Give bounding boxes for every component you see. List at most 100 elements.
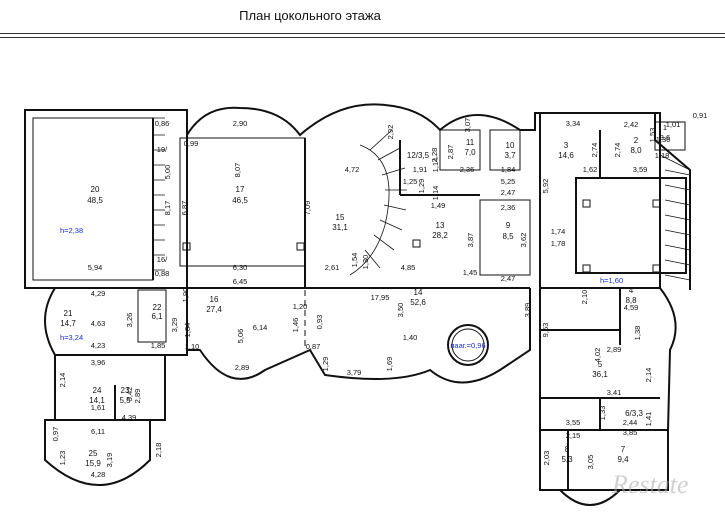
wall-right-bay	[659, 287, 677, 431]
room-21-id: 21	[64, 309, 73, 318]
room-9-area: 8,5	[502, 232, 514, 241]
height-room-20: h=2,38	[60, 226, 83, 235]
dimension-label: 3,26	[125, 313, 134, 328]
dimension-label: 3,42	[125, 387, 134, 402]
room-25-id: 25	[89, 449, 98, 458]
dimension-label: 2,28	[430, 148, 439, 163]
column	[296, 242, 305, 251]
stair-right	[659, 154, 691, 290]
dimension-label: 1,14	[431, 186, 440, 201]
room-3-id: 3	[564, 141, 569, 150]
dimension-label: 4,23	[91, 341, 106, 350]
wall-room-10	[489, 129, 521, 171]
dimension-label: 4,59	[624, 303, 639, 312]
dimension-label: 3,59	[633, 165, 648, 174]
room-10-id: 10	[506, 141, 515, 150]
dimension-label: 4,28	[91, 470, 106, 479]
dimension-label: 2,15	[566, 431, 581, 440]
page-title: План цокольного этажа	[239, 8, 381, 23]
dimension-label: 0,97	[51, 427, 60, 442]
room-11-area: 7,0	[464, 148, 476, 157]
room-1-area: 3,6	[660, 133, 670, 142]
dimension-label: 1,41	[644, 412, 653, 427]
dimension-label: 1,74	[551, 227, 566, 236]
room-11-id: 11	[466, 138, 475, 147]
height-room-4: h=1,60	[600, 276, 623, 285]
room-7-area: 9,4	[617, 455, 629, 464]
dimension-label: 2,74	[613, 143, 622, 158]
dimension-label: 1,84	[183, 323, 192, 338]
dimension-label: 1,23	[58, 451, 67, 466]
column	[582, 264, 591, 273]
wall-room-11	[439, 129, 481, 171]
dimension-label: 16/	[157, 255, 168, 264]
wall-bottom-right-arc	[559, 489, 621, 506]
dimension-label: 4,02	[593, 348, 602, 363]
column	[652, 199, 661, 208]
dimension-label: 3,55	[566, 418, 581, 427]
dimension-label: 4,29	[91, 289, 106, 298]
dimension-label: 4,63	[91, 319, 106, 328]
dimension-label: 1,53	[648, 128, 657, 143]
dimension-label: 0,87	[306, 342, 321, 351]
dimension-label: 8,17	[163, 201, 172, 216]
room-22-area: 6,1	[151, 312, 163, 321]
dimension-label: 2,90	[233, 119, 248, 128]
dimension-label: 1,20	[293, 302, 308, 311]
dimension-label: 1,18	[655, 151, 670, 160]
room-25-area: 15,9	[85, 459, 101, 468]
room-17-area: 46,5	[232, 196, 248, 205]
dimension-label: 3,89	[523, 303, 532, 318]
dimension-label: 0,93	[315, 315, 324, 330]
dimension-label: 6,45	[233, 277, 248, 286]
room-24-area: 14,1	[89, 396, 105, 405]
column	[652, 264, 661, 273]
room-8-area: 5,3	[561, 455, 573, 464]
column	[412, 239, 421, 248]
room-8-id: 8	[565, 445, 570, 454]
dimension-label: 2,92	[386, 125, 395, 140]
wall-room-1	[654, 121, 686, 151]
dimension-label: 2,14	[58, 373, 67, 388]
height-pool: пааг.=0,96	[450, 341, 485, 350]
dimension-label: 2,89	[235, 363, 250, 372]
room-4-area: 8,8	[625, 296, 637, 305]
dimension-label: 6,30	[233, 263, 248, 272]
dimension-label: 1,14	[431, 158, 440, 173]
dimension-label: 8,07	[233, 163, 242, 178]
dimension-label: 3,79	[347, 368, 362, 377]
dimension-label: 1,45	[463, 268, 478, 277]
dimension-label: 3,07	[463, 118, 472, 133]
wall-room-4-shaft	[575, 177, 687, 274]
room-10-area: 3,7	[504, 151, 516, 160]
wall-center-lower	[186, 288, 531, 384]
dimension-label: 2,18	[154, 443, 163, 458]
dimension-label: 6,87	[180, 201, 189, 216]
room-23-area: 5,5	[119, 396, 131, 405]
wall-left-lower	[44, 287, 188, 486]
plunge-pool-inner	[451, 328, 485, 362]
dimension-label: 2,36	[501, 203, 516, 212]
dimension-label: 1,91	[413, 165, 428, 174]
room-23-id: 23	[121, 386, 130, 395]
dimension-label: 3,05	[586, 455, 595, 470]
dimension-label: 5,92	[541, 179, 550, 194]
dimension-label: 1,10	[185, 342, 200, 351]
room-5-area: 36,1	[592, 370, 608, 379]
room-3-area: 14,6	[558, 151, 574, 160]
dimension-label: 4,72	[345, 165, 360, 174]
dimension-label: 6,14	[253, 323, 268, 332]
stair-spiral	[349, 129, 407, 276]
dimension-label: 0,91	[693, 111, 708, 120]
dimension-label: 5,25	[501, 177, 516, 186]
dimension-label: 1,36	[656, 135, 671, 144]
height-room-21: h=3,24	[60, 333, 83, 342]
dimension-label: 1,25	[403, 177, 418, 186]
dimension-label: 6,11	[91, 427, 105, 436]
dimension-label: 1,69	[385, 357, 394, 372]
room-15-id: 15	[336, 213, 345, 222]
room-21-area: 14,7	[60, 319, 76, 328]
dimension-label: 2,03	[542, 451, 551, 466]
room-22-id: 22	[153, 303, 162, 312]
title-rule-top	[0, 33, 725, 34]
